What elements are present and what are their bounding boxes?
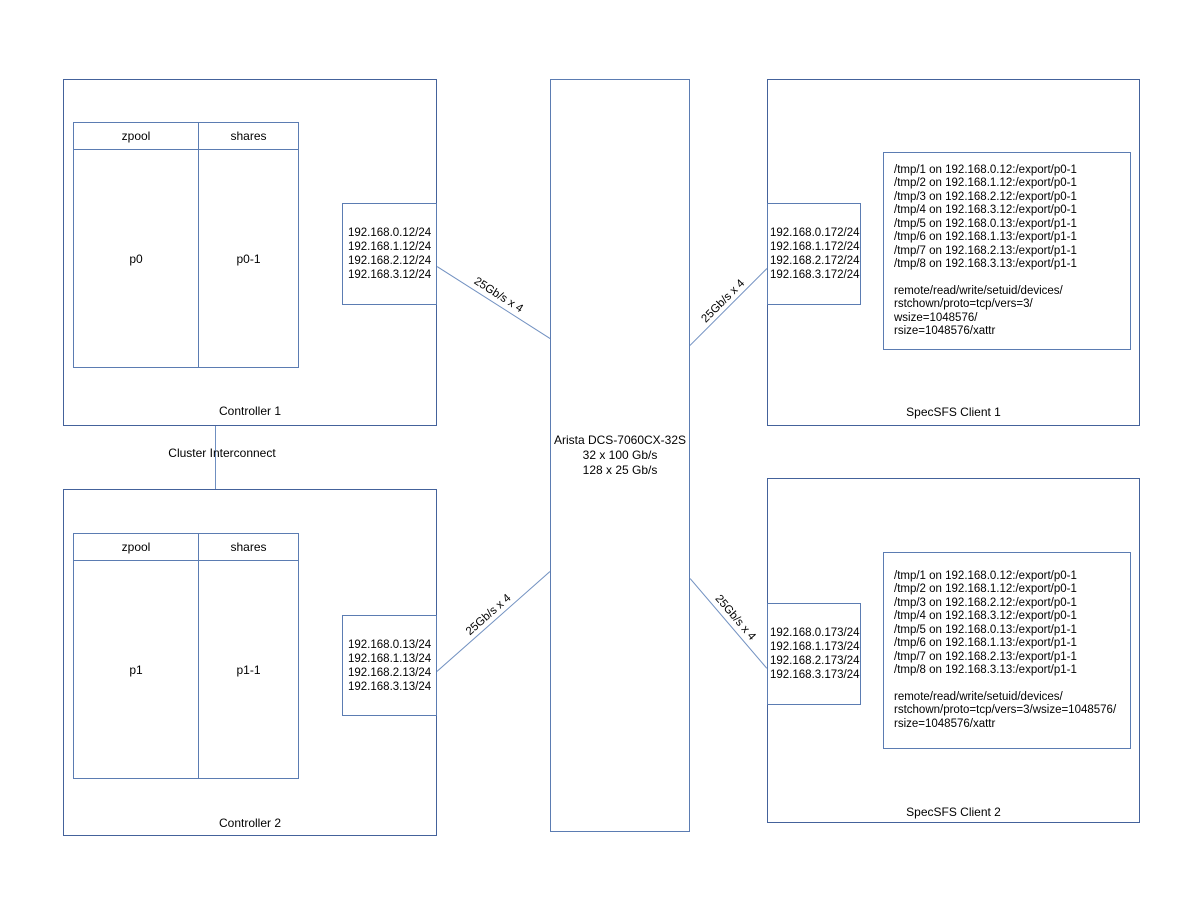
controller2-zpool-table: zpool shares p1 p1-1 (73, 533, 299, 779)
client2-mounts-box: /tmp/1 on 192.168.0.12:/export/p0-1 /tmp… (883, 552, 1131, 749)
controller1-ip-list: 192.168.0.12/24 192.168.1.12/24 192.168.… (348, 227, 432, 281)
link-label-controller2-switch: 25Gb/s x 4 (463, 592, 514, 638)
controller2-shares-header: shares (230, 540, 267, 554)
link-label-switch-client1: 25Gb/s x 4 (699, 277, 748, 326)
controller2-title: Controller 2 (218, 816, 282, 830)
controller1-zpool-table: zpool shares p0 p0-1 (73, 122, 299, 368)
controller1-table-row: p0 p0-1 (74, 150, 298, 367)
link-label-controller1-switch: 25Gb/s x 4 (471, 275, 525, 316)
client1-mount-options: remote/read/write/setuid/devices/ rstcho… (894, 284, 1063, 338)
controller2-shares-value: p1-1 (236, 662, 261, 677)
client2-title: SpecSFS Client 2 (906, 805, 1001, 819)
client2-ip-box: 192.168.0.173/24 192.168.1.173/24 192.16… (767, 603, 861, 705)
controller1-zpool-header: zpool (121, 129, 151, 143)
controller1-ip-box: 192.168.0.12/24 192.168.1.12/24 192.168.… (342, 203, 437, 305)
client1-mounts-box: /tmp/1 on 192.168.0.12:/export/p0-1 /tmp… (883, 152, 1131, 350)
client1-mount-list: /tmp/1 on 192.168.0.12:/export/p0-1 /tmp… (894, 163, 1077, 271)
client1-ip-box: 192.168.0.172/24 192.168.1.172/24 192.16… (767, 203, 861, 305)
switch-label: Arista DCS-7060CX-32S 32 x 100 Gb/s 128 … (553, 433, 687, 477)
controller1-title: Controller 1 (218, 404, 282, 418)
cluster-interconnect-line (215, 426, 217, 489)
controller2-table-header: zpool shares (74, 534, 298, 561)
client1-ip-list: 192.168.0.172/24 192.168.1.172/24 192.16… (770, 227, 860, 281)
controller2-zpool-header: zpool (121, 540, 151, 554)
controller1-table-header: zpool shares (74, 123, 298, 150)
client1-title: SpecSFS Client 1 (906, 405, 1001, 419)
link-label-switch-client2: 25Gb/s x 4 (712, 592, 758, 643)
controller2-zpool-value: p1 (129, 662, 143, 677)
cluster-interconnect-label: Cluster Interconnect (168, 446, 276, 460)
controller1-zpool-value: p0 (129, 251, 143, 266)
switch-box: Arista DCS-7060CX-32S 32 x 100 Gb/s 128 … (550, 79, 690, 832)
controller2-ip-list: 192.168.0.13/24 192.168.1.13/24 192.168.… (348, 638, 432, 693)
controller1-shares-header: shares (230, 129, 267, 143)
controller1-shares-value: p0-1 (236, 251, 261, 266)
controller2-ip-box: 192.168.0.13/24 192.168.1.13/24 192.168.… (342, 615, 437, 716)
controller2-table-row: p1 p1-1 (74, 561, 298, 778)
client2-ip-list: 192.168.0.173/24 192.168.1.173/24 192.16… (770, 627, 860, 681)
client2-mount-options: remote/read/write/setuid/devices/ rstcho… (894, 690, 1117, 730)
client2-mount-list: /tmp/1 on 192.168.0.12:/export/p0-1 /tmp… (894, 569, 1077, 677)
